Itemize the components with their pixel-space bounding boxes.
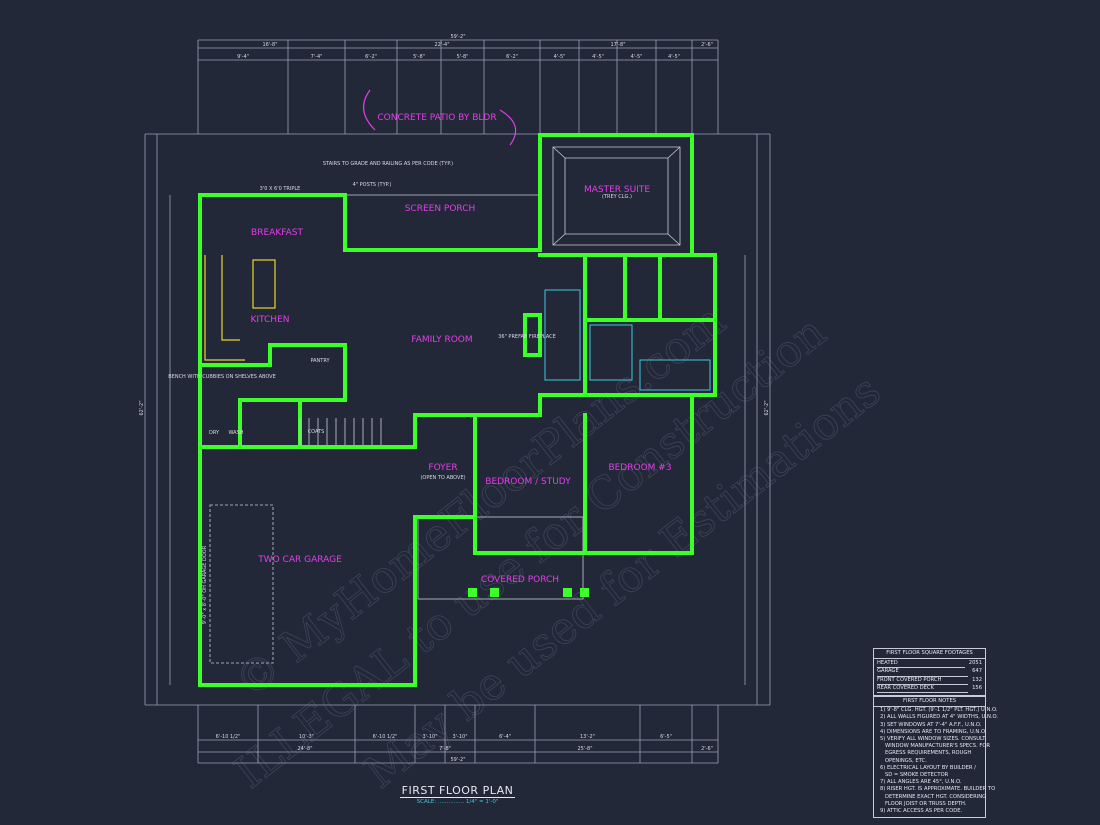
watermark: © MyHomeFloorPlans.com ILLEGAL to use fo… <box>225 294 891 799</box>
walls <box>198 133 717 687</box>
covered-porch-outline <box>417 516 584 600</box>
patio-label: CONCRETE PATIO BY BLDR <box>377 113 496 123</box>
svg-text:17'-8": 17'-8" <box>610 42 625 48</box>
drawing-scale: SCALE: ............... 1/4" = 1'-0" <box>416 799 499 805</box>
svg-text:DRY: DRY <box>209 430 220 436</box>
note-item: 3) SET WINDOWS AT 7'-4" A.F.F., U.N.O. <box>880 721 982 728</box>
note-item: 6) ELECTRICAL LAYOUT BY BUILDER / <box>880 764 976 771</box>
svg-text:25'-8": 25'-8" <box>577 746 592 752</box>
svg-text:2'-6": 2'-6" <box>701 746 713 752</box>
svg-text:22'-4": 22'-4" <box>434 42 449 48</box>
note-item: FLOOR JOIST OR TRUSS DEPTH. <box>880 800 967 807</box>
dimension-label: 4'-5" <box>631 54 643 60</box>
bedroom-study-label: BEDROOM / STUDY <box>485 477 571 487</box>
top-overall-dim: 59'-2" <box>450 34 465 40</box>
dimension-label: 7'-4" <box>311 54 323 60</box>
note-item: EGRESS REQUIREMENTS, ROUGH <box>880 750 972 757</box>
svg-text:9'-0" x 8'-0" OH GARAGE DOOR: 9'-0" x 8'-0" OH GARAGE DOOR <box>202 545 208 624</box>
svg-text:WASH: WASH <box>228 430 243 436</box>
side-dimensions: 62'-2" 62'-2" <box>139 134 771 705</box>
svg-text:36" PREFAB FIREPLACE: 36" PREFAB FIREPLACE <box>498 334 556 340</box>
svg-text:62'-2": 62'-2" <box>139 400 145 415</box>
dimension-label: 4'-5" <box>554 54 566 60</box>
svg-text:2'-6": 2'-6" <box>701 42 713 48</box>
bottom-overall-dim: 59'-2" <box>450 757 465 763</box>
floor-notes: FIRST FLOOR NOTES 1) 9'-8" CLG. HGT. (9'… <box>873 696 999 819</box>
note-item: DETERMINE EXACT HGT. CONSIDERING <box>880 793 987 800</box>
dimension-label: 6'-2" <box>506 54 518 60</box>
dimension-label: 6'-10 1/2" <box>216 734 241 740</box>
svg-text:62'-2": 62'-2" <box>764 400 770 415</box>
svg-text:BENCH WITH CUBBIES ON SHELVES: BENCH WITH CUBBIES ON SHELVES ABOVE <box>168 374 276 380</box>
svg-text:3'0 X 6'0 TRIPLE: 3'0 X 6'0 TRIPLE <box>260 186 301 192</box>
dimension-label: 3'-10" <box>422 734 437 740</box>
note-item: 2) ALL WALLS FIGURED AT 4" WIDTHS, U.N.O… <box>880 714 999 721</box>
master-suite-label: MASTER SUITE <box>584 185 650 195</box>
family-room-label: FAMILY ROOM <box>411 335 472 345</box>
note-item: 7) ALL ANGLES ARE 45°, U.N.O. <box>880 779 962 786</box>
porch-posts <box>468 588 589 597</box>
dimension-label: 3'-10" <box>452 734 467 740</box>
garage-label: TWO CAR GARAGE <box>257 555 342 565</box>
covered-porch-label: COVERED PORCH <box>481 575 559 585</box>
kitchen-label: KITCHEN <box>251 315 290 325</box>
dimension-label: 5'-8" <box>413 54 425 60</box>
svg-text:© MyHomeFloorPlans.com: © MyHomeFloorPlans.com <box>225 295 735 709</box>
dimension-label: 4'-5" <box>592 54 604 60</box>
svg-text:4" POSTS (TYP.): 4" POSTS (TYP.) <box>353 182 392 188</box>
dimension-label: 9'-4" <box>237 54 249 60</box>
note-item: 9) ATTIC ACCESS AS PER CODE. <box>880 808 963 815</box>
dimension-label: 5'-8" <box>457 54 469 60</box>
svg-text:(OPEN TO ABOVE): (OPEN TO ABOVE) <box>420 475 465 481</box>
note-item: 4) DIMENSIONS ARE TO FRAMING, U.N.O. <box>880 728 987 735</box>
dimension-label: 4'-5" <box>668 54 680 60</box>
breakfast-label: BREAKFAST <box>251 228 303 238</box>
dimension-label: 6'-5" <box>660 734 672 740</box>
drawing-title: FIRST FLOOR PLAN <box>400 784 515 798</box>
kitchen-island <box>252 259 276 309</box>
bottom-dimensions: 6'-10 1/2" 10'-3" 6'-10 1/2" 3'-10" 3'-10" 6'… <box>145 704 770 764</box>
svg-text:PANTRY: PANTRY <box>310 358 330 364</box>
note-item: 5) VERIFY ALL WINDOW SIZES. CONSULT <box>880 736 986 743</box>
svg-text:COATS: COATS <box>308 429 325 435</box>
note-item: WINDOW MANUFACTURER'S SPECS. FOR <box>880 743 991 750</box>
note-item: 1) 9'-8" CLG. HGT. (9'-1 1/2" PLT. HGT.)… <box>880 707 998 714</box>
dimension-label: 6'-4" <box>499 734 511 740</box>
room-labels: CONCRETE PATIO BY BLDR SCREEN PORCH MAST… <box>168 113 671 624</box>
svg-text:16'-8": 16'-8" <box>262 42 277 48</box>
dimension-label: 13'-2" <box>580 734 595 740</box>
screen-porch-label: SCREEN PORCH <box>405 204 476 214</box>
dimension-label: 10'-3" <box>299 734 314 740</box>
svg-text:7'-8": 7'-8" <box>439 746 451 752</box>
foyer-label: FOYER <box>428 463 457 473</box>
svg-text:(TREY CLG.): (TREY CLG.) <box>602 194 632 200</box>
note-item: SD = SMOKE DETECTOR <box>880 772 949 779</box>
note-item: OPENINGS, ETC. <box>880 757 927 764</box>
svg-text:24'-8": 24'-8" <box>297 746 312 752</box>
svg-text:STAIRS TO GRADE AND RAILING AS: STAIRS TO GRADE AND RAILING AS PER CODE … <box>323 161 453 167</box>
note-item: 8) RISER HGT. IS APPROXIMATE. BUILDER TO <box>880 786 996 793</box>
bedroom-3-label: BEDROOM #3 <box>608 463 671 473</box>
kitchen-counter <box>204 255 245 361</box>
stairs <box>299 418 382 445</box>
dimension-label: 6'-2" <box>365 54 377 60</box>
dimension-label: 6'-10 1/2" <box>373 734 398 740</box>
bath-fixtures <box>544 289 711 391</box>
garage-door-dashed <box>209 504 274 664</box>
